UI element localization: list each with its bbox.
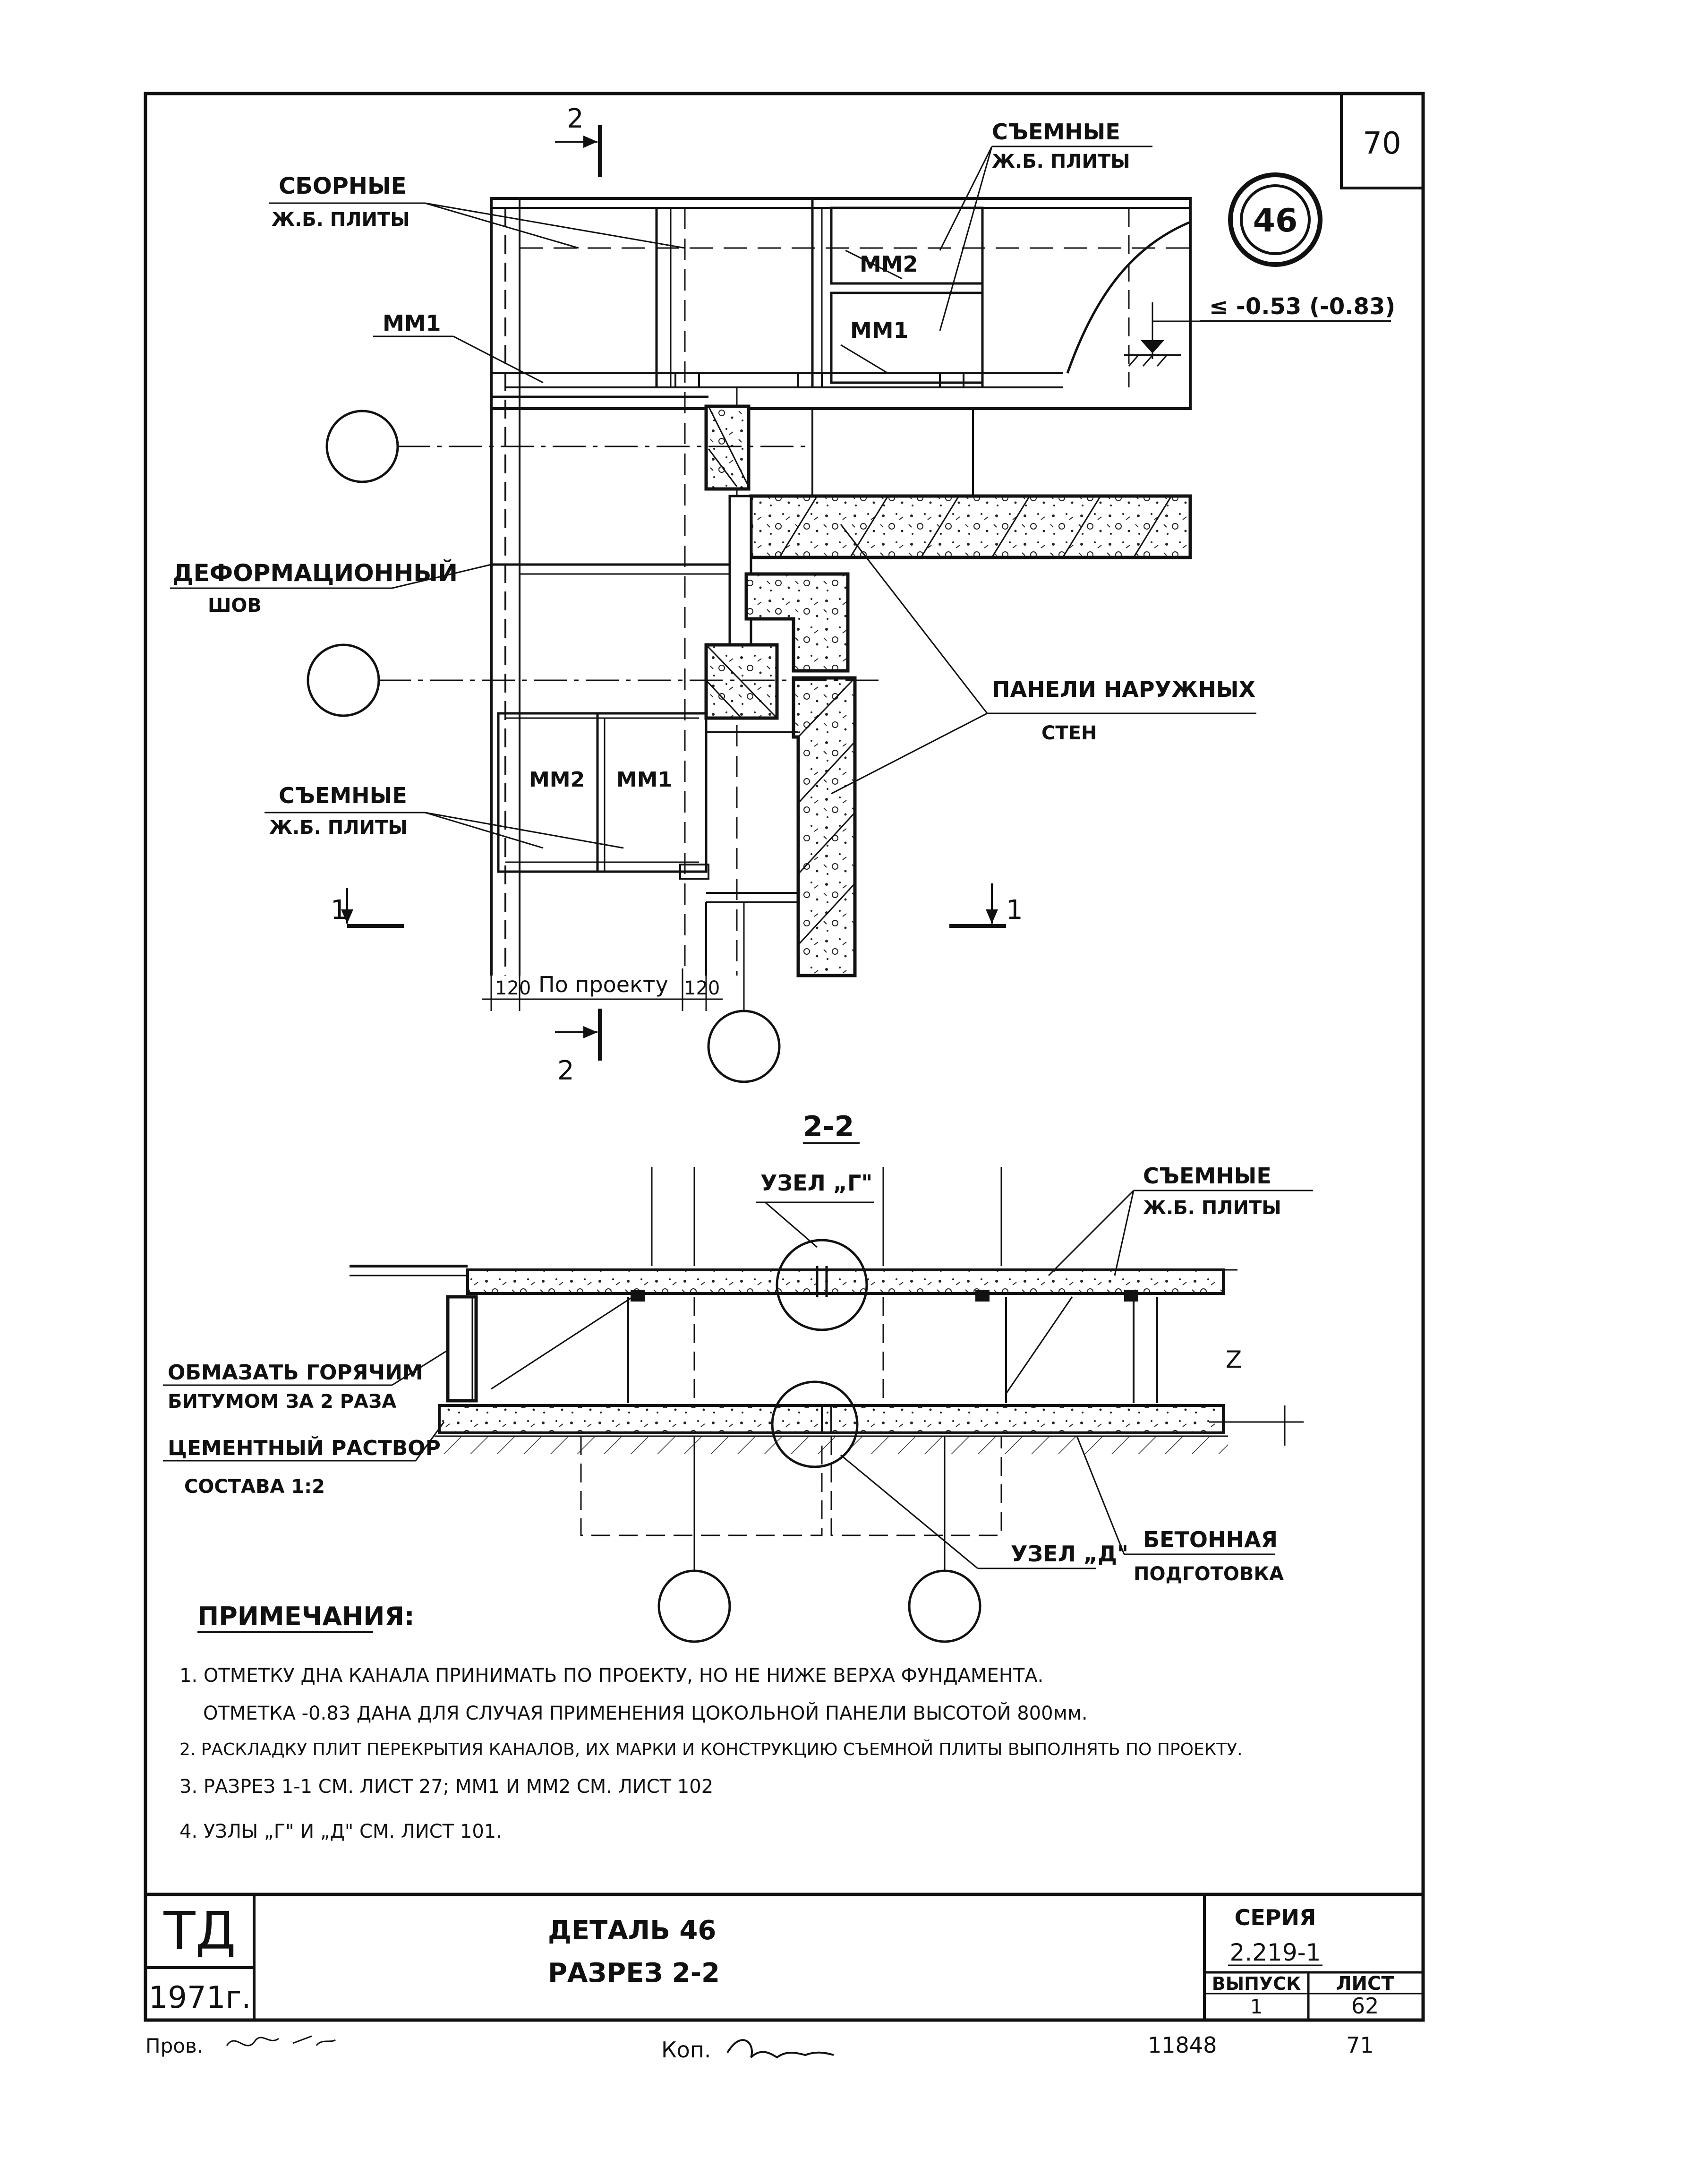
axis-marker — [657, 1569, 731, 1643]
drawing-title-2: РАЗРЕЗ 2-2 — [548, 1958, 720, 1988]
plan-view: 2 2 1 1 120 По проекту — [170, 103, 1256, 1086]
label-panels: ПАНЕЛИ НАРУЖНЫХ — [992, 677, 1255, 702]
notes-heading: ПРИМЕЧАНИЯ: — [197, 1602, 415, 1631]
checked-signature — [226, 2035, 336, 2047]
section-mark-1-right: 1 — [949, 883, 1023, 928]
section-mark-2-bottom: 2 — [555, 1009, 602, 1086]
section-mark-1-left: 1 — [331, 888, 404, 928]
org-code: ТД — [163, 1901, 236, 1961]
svg-text:2: 2 — [567, 103, 584, 134]
node-g-circle — [776, 1239, 868, 1331]
label-mm1-left: ММ1 — [383, 310, 441, 336]
copy-label: Коп. — [661, 2037, 711, 2063]
axis-marker — [307, 643, 380, 717]
sheet-frame: 70 — [144, 92, 1425, 2022]
axis-marker — [325, 410, 399, 483]
year: 1971г. — [149, 1980, 251, 2015]
svg-text:ШОВ: ШОВ — [208, 595, 262, 617]
series-value: 2.219-1 — [1230, 1939, 1321, 1966]
drawing-title-1: ДЕТАЛЬ 46 — [548, 1915, 716, 1946]
svg-text:ПОДГОТОВКА: ПОДГОТОВКА — [1134, 1563, 1284, 1585]
checked-label: Пров. — [145, 2034, 203, 2057]
note-item: 4. УЗЛЫ „Г" И „Д" СМ. ЛИСТ 101. — [179, 1821, 502, 1842]
elevation-label: ≤ -0.53 (-0.83) — [1209, 293, 1395, 320]
label-removable-section: СЪЕМНЫЕ — [1143, 1163, 1271, 1189]
label-removable-bottom: СЪЕМНЫЕ — [279, 783, 407, 808]
page-number-box — [1340, 92, 1425, 189]
label-node-d: УЗЕЛ „Д" — [1011, 1541, 1128, 1567]
detail-marker: 46 — [1228, 172, 1323, 267]
dim-middle: По проекту — [538, 972, 668, 997]
dim-right: 120 — [684, 977, 720, 999]
section-2-2: 2-2 — [163, 1110, 1313, 1643]
label-mm2-top: ММ2 — [860, 251, 918, 277]
svg-text:Ж.Б. ПЛИТЫ: Ж.Б. ПЛИТЫ — [1143, 1197, 1281, 1219]
detail-marker-number: 46 — [1253, 202, 1298, 240]
notes: ПРИМЕЧАНИЯ: 1. ОТМЕТКУ ДНА КАНАЛА ПРИНИМ… — [179, 1602, 1243, 1842]
label-node-g: УЗЕЛ „Г" — [760, 1170, 872, 1196]
sheet-label: ЛИСТ — [1336, 1973, 1394, 1995]
note-item: 2. РАСКЛАДКУ ПЛИТ ПЕРЕКРЫТИЯ КАНАЛОВ, ИХ… — [179, 1739, 1243, 1759]
label-precast-slabs: СБОРНЫЕ — [279, 173, 407, 199]
note-item: 3. РАЗРЕЗ 1-1 СМ. ЛИСТ 27; ММ1 И ММ2 СМ.… — [179, 1776, 713, 1798]
sheet-value: 62 — [1351, 1993, 1379, 2019]
note-item: ОТМЕТКА -0.83 ДАНА ДЛЯ СЛУЧАЯ ПРИМЕНЕНИЯ… — [203, 1702, 1088, 1724]
plan-dimension: 120 По проекту 120 — [482, 968, 723, 1011]
label-concrete: БЕТОННАЯ — [1143, 1527, 1278, 1552]
elevation-mark: ≤ -0.53 (-0.83) — [1124, 293, 1395, 367]
dim-z: Z — [1226, 1346, 1242, 1373]
inventory-number: 11848 — [1148, 2032, 1217, 2058]
title-block: ТД 1971г. ДЕТАЛЬ 46 РАЗРЕЗ 2-2 СЕРИЯ 2.2… — [145, 1893, 1423, 2020]
label-joint: ДЕФОРМАЦИОННЫЙ — [172, 559, 458, 587]
svg-text:СОСТАВА 1:2: СОСТАВА 1:2 — [184, 1476, 325, 1498]
svg-text:СТЕН: СТЕН — [1041, 722, 1097, 744]
axis-marker — [908, 1569, 981, 1643]
section-title: 2-2 — [803, 1110, 854, 1143]
label-mm2-bottom: ММ2 — [529, 768, 585, 792]
svg-text:Ж.Б. ПЛИТЫ: Ж.Б. ПЛИТЫ — [272, 209, 410, 231]
issue-label: ВЫПУСК — [1212, 1973, 1301, 1994]
series-label: СЕРИЯ — [1235, 1905, 1316, 1930]
label-mm1-top: ММ1 — [850, 317, 909, 343]
label-mm1-bottom: ММ1 — [616, 768, 672, 792]
label-mortar: ЦЕМЕНТНЫЙ РАСТВОР — [168, 1435, 441, 1460]
axis-marker — [707, 1010, 781, 1083]
footer: Пров. Коп. 11848 71 — [145, 2032, 1374, 2063]
label-removable-top: СЪЕМНЫЕ — [992, 119, 1120, 145]
copy-signature — [726, 2039, 834, 2059]
label-bitumen: ОБМАЗАТЬ ГОРЯЧИМ — [168, 1361, 423, 1385]
note-item: 1. ОТМЕТКУ ДНА КАНАЛА ПРИНИМАТЬ ПО ПРОЕК… — [179, 1665, 1043, 1687]
svg-text:1: 1 — [1006, 895, 1023, 925]
footer-page: 71 — [1346, 2032, 1374, 2058]
page-number: 70 — [1363, 126, 1401, 161]
svg-text:Ж.Б. ПЛИТЫ: Ж.Б. ПЛИТЫ — [269, 817, 408, 839]
svg-text:1: 1 — [331, 895, 348, 925]
node-d-circle — [771, 1380, 859, 1468]
svg-text:2: 2 — [557, 1055, 574, 1086]
svg-text:БИТУМОМ ЗА 2 РАЗА: БИТУМОМ ЗА 2 РАЗА — [168, 1391, 396, 1413]
issue-value: 1 — [1250, 1995, 1263, 2018]
svg-text:Ж.Б. ПЛИТЫ: Ж.Б. ПЛИТЫ — [992, 151, 1130, 172]
dim-left: 120 — [495, 977, 531, 999]
section-mark-2-top: 2 — [555, 103, 602, 177]
